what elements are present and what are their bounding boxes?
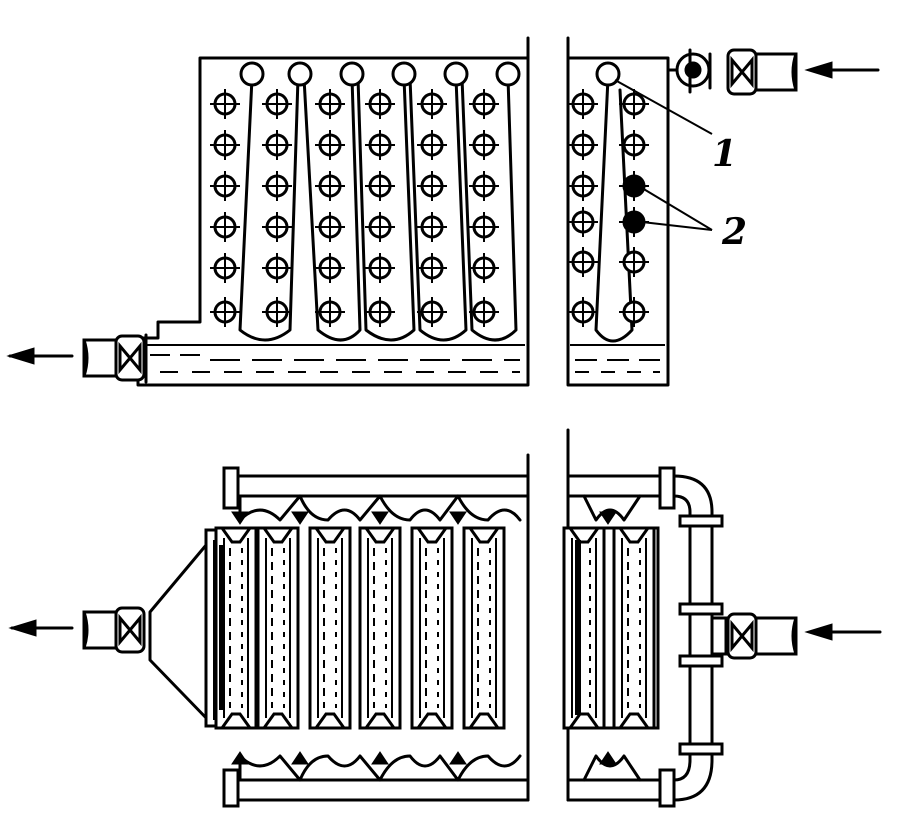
callout-2-label: 2 (721, 211, 747, 253)
inlet-pipe-bottom (726, 612, 798, 660)
inlet-valve-bottom[interactable] (726, 612, 758, 660)
top-section: 1 2 (6, 36, 880, 387)
liquid-level (140, 344, 665, 373)
bottom-section (8, 428, 882, 808)
callout-1-label: 1 (712, 133, 737, 175)
return-loop-right (672, 474, 728, 802)
inlet-pipe-top (666, 48, 798, 96)
connectors-top (238, 494, 642, 522)
outlet-pipe-top (82, 333, 148, 384)
connectors-bottom (238, 754, 642, 782)
evaporator-loops-left (238, 61, 521, 342)
outlet-arrow-top (6, 347, 74, 365)
header-pipes (222, 428, 676, 808)
outlet-arrow-bottom (8, 619, 74, 637)
tank-right-outline (566, 36, 670, 387)
outlet-valve-bottom[interactable] (114, 606, 146, 654)
collector-cone (148, 528, 224, 728)
connector-valves (231, 511, 617, 765)
header-ring-1 (595, 61, 621, 87)
panel-array-right (562, 526, 660, 730)
callout-1: 1 (614, 79, 737, 175)
evaporator-loop-right (594, 61, 634, 343)
callout-2: 2 (641, 187, 747, 253)
tube-grid-right (566, 87, 651, 329)
outlet-valve-top[interactable] (114, 334, 146, 382)
panel-array-left (214, 526, 506, 730)
inlet-arrow-top (804, 61, 880, 79)
outlet-pipe-bottom (82, 606, 146, 654)
inlet-arrow-bottom (804, 623, 882, 641)
inlet-valve-top[interactable] (726, 48, 758, 96)
